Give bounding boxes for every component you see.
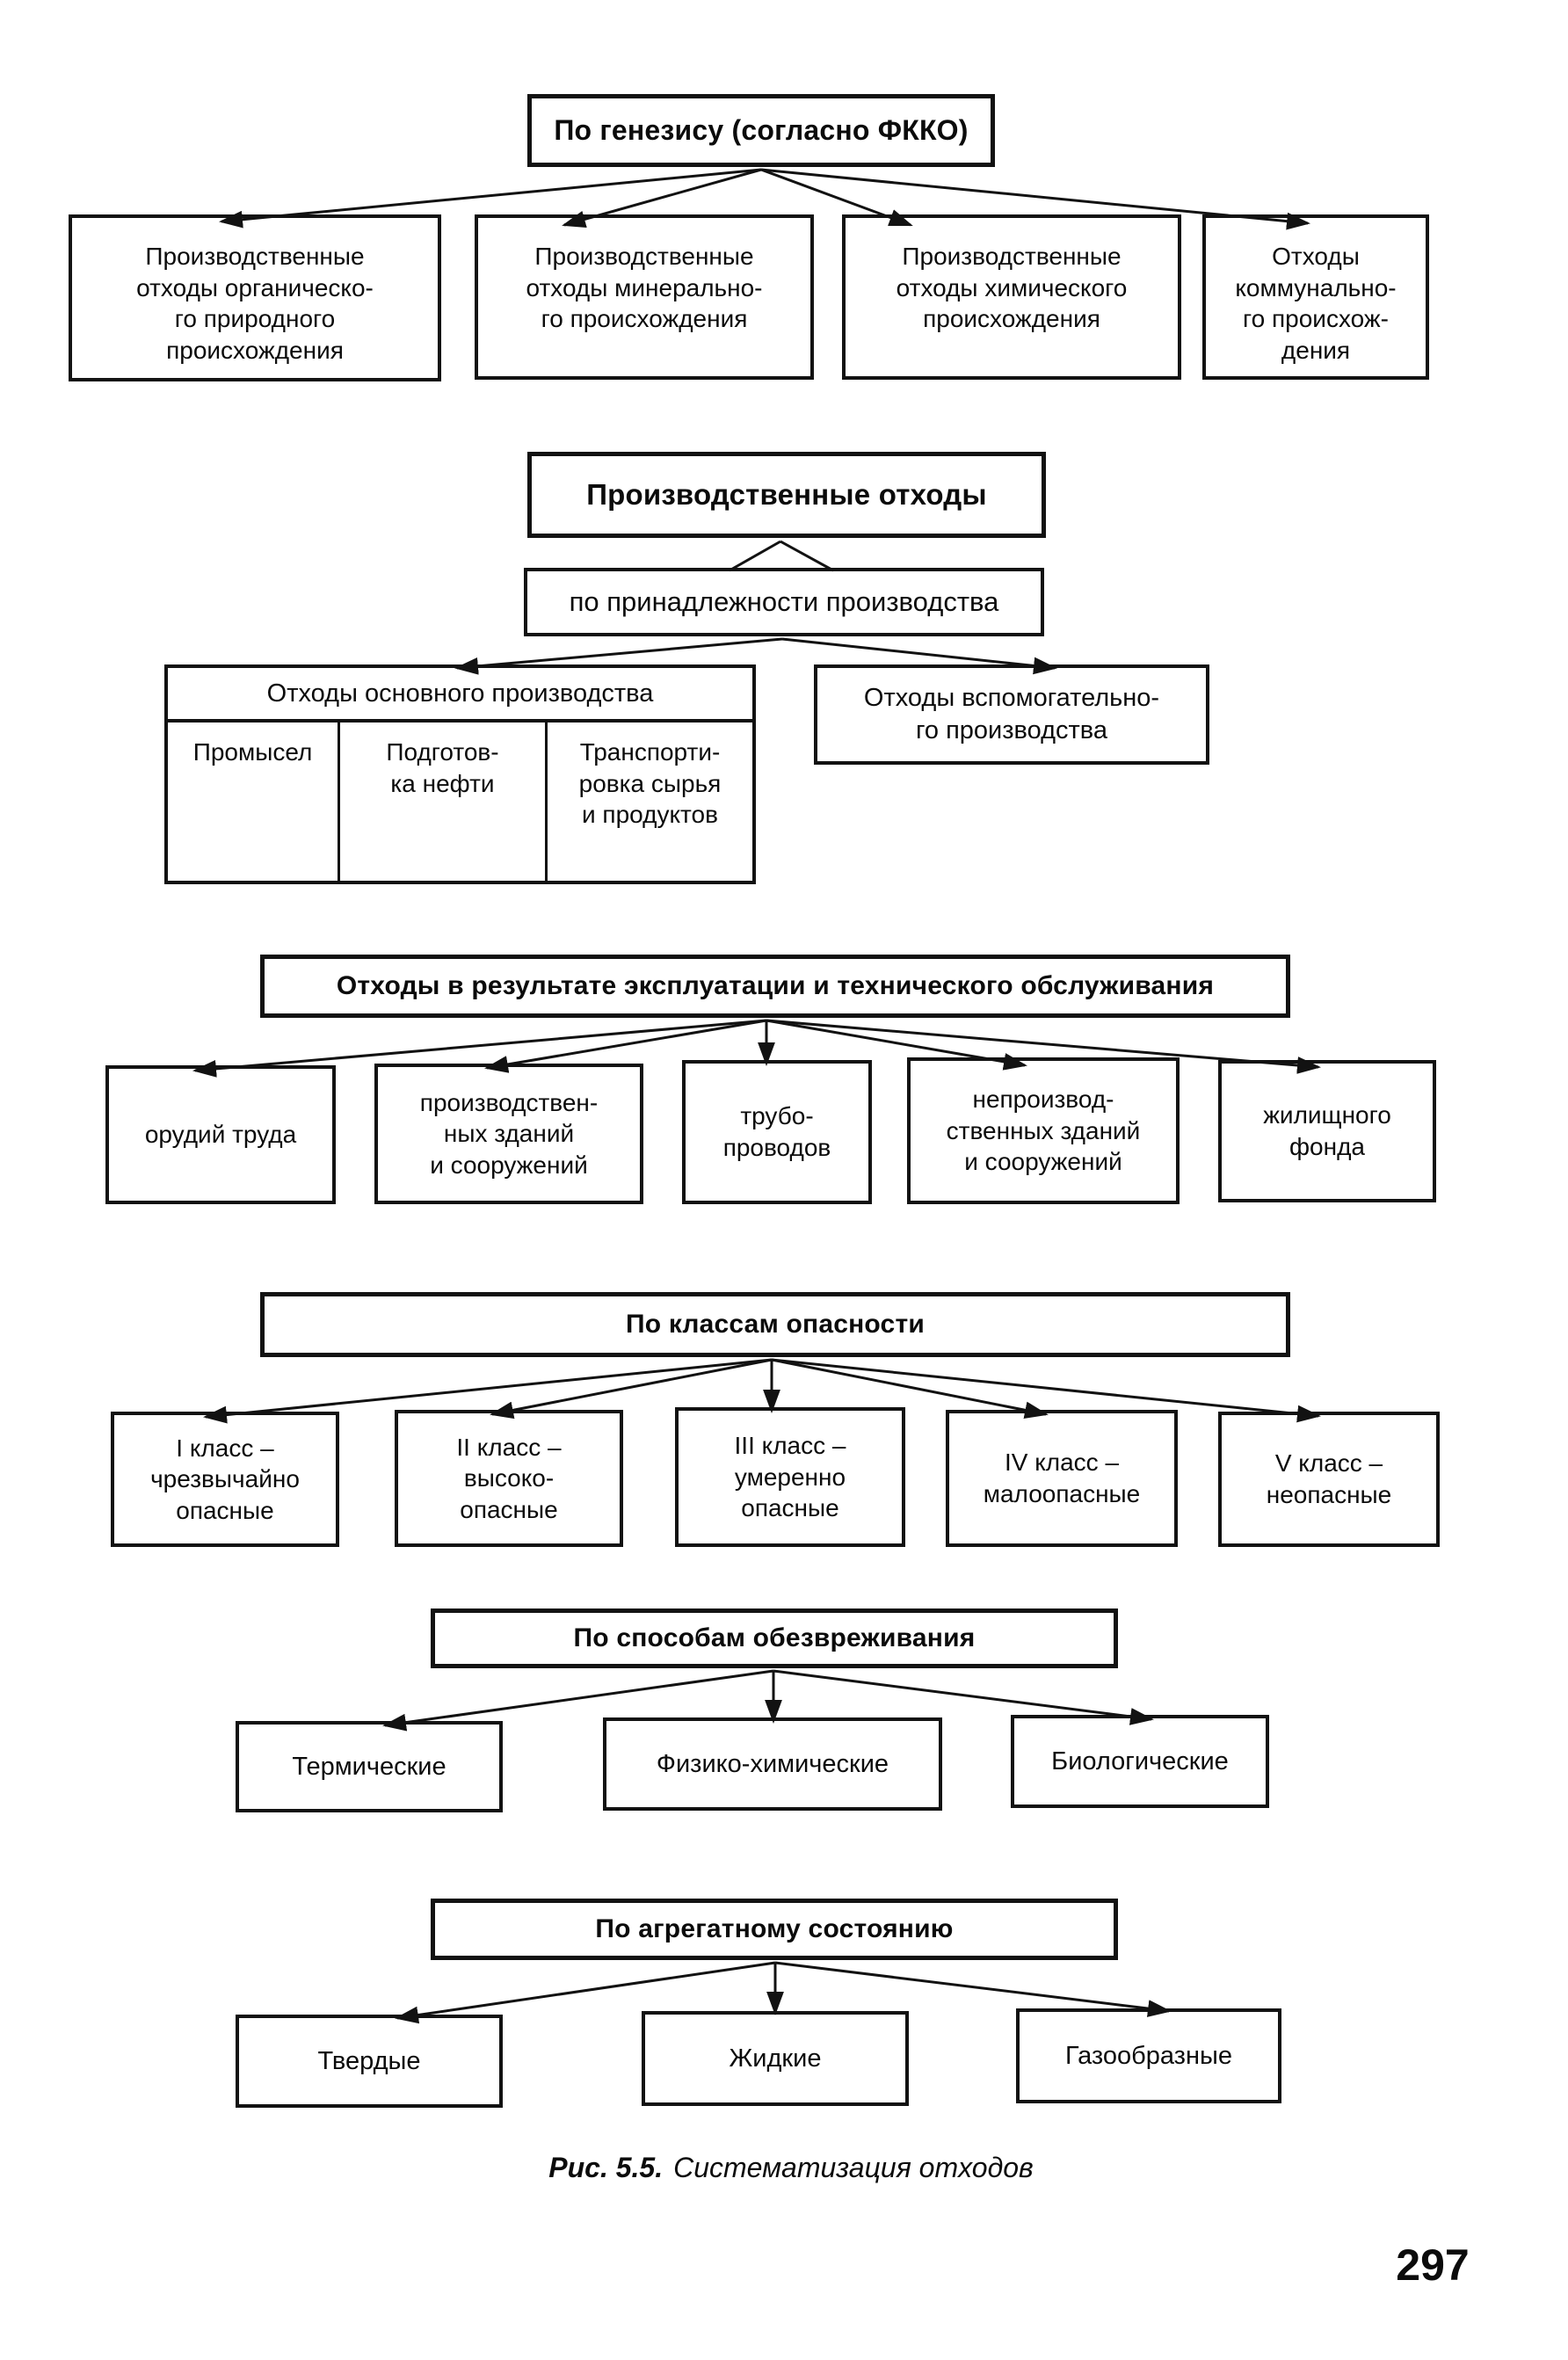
- neutralization-method-box: Физико-химические: [603, 1717, 942, 1811]
- genesis-child-box: Производственные отходы органическо- го …: [69, 214, 441, 381]
- caption-prefix: Рис. 5.5.: [548, 2152, 664, 2183]
- main-production-columns: Промысел Подготов- ка нефти Транспорти- …: [168, 723, 752, 881]
- production-caret: [729, 540, 834, 572]
- hazard-class-box: I класс – чрезвычайно опасные: [111, 1412, 339, 1547]
- caption-text: Систематизация отходов: [673, 2152, 1034, 2183]
- hazard-class-box: II класс – высоко- опасные: [395, 1410, 623, 1547]
- neutralization-method-box: Термические: [236, 1721, 503, 1812]
- hazard-class-box: IV класс – малоопасные: [946, 1410, 1178, 1547]
- column-cell: Транспорти- ровка сырья и продуктов: [545, 723, 752, 881]
- main-production-header: Отходы основного производства: [168, 668, 752, 723]
- state-header-box: По агрегатному состоянию: [431, 1899, 1118, 1960]
- page-number: 297: [1396, 2240, 1470, 2290]
- main-production-box: Отходы основного производства Промысел П…: [164, 664, 756, 884]
- column-cell: Промысел: [192, 738, 313, 766]
- maintenance-child-box: трубо- проводов: [682, 1060, 872, 1204]
- neutralization-header-box: По способам обезвреживания: [431, 1608, 1118, 1668]
- production-criterion-box: по принадлежности производства: [524, 568, 1044, 636]
- maintenance-child-box: производствен- ных зданий и сооружений: [374, 1064, 643, 1204]
- neutralization-method-box: Биологические: [1011, 1715, 1269, 1808]
- auxiliary-production-box: Отходы вспомогательно- го производства: [814, 664, 1209, 765]
- genesis-child-box: Отходы коммунально- го происхож- дения: [1202, 214, 1429, 380]
- maintenance-child-box: непроизвод- ственных зданий и сооружений: [907, 1057, 1180, 1204]
- state-child-box: Газообразные: [1016, 2008, 1281, 2103]
- maintenance-header-box: Отходы в результате эксплуатации и техни…: [260, 955, 1290, 1018]
- state-child-box: Твердые: [236, 2015, 503, 2108]
- column-cell: Подготов- ка нефти: [338, 723, 545, 881]
- hazard-class-box: V класс – неопасные: [1218, 1412, 1440, 1547]
- genesis-header-box: По генезису (согласно ФККО): [527, 94, 995, 167]
- maintenance-child-box: жилищного фонда: [1218, 1060, 1436, 1202]
- genesis-child-box: Производственные отходы химического прои…: [842, 214, 1181, 380]
- hazard-class-box: III класс – умеренно опасные: [675, 1407, 905, 1547]
- figure-caption: Рис. 5.5. Систематизация отходов: [422, 2152, 1160, 2184]
- state-child-box: Жидкие: [642, 2011, 909, 2106]
- production-header-box: Производственные отходы: [527, 452, 1046, 538]
- genesis-child-box: Производственные отходы минерально- го п…: [475, 214, 814, 380]
- hazard-header-box: По классам опасности: [260, 1292, 1290, 1357]
- maintenance-child-box: орудий труда: [105, 1065, 336, 1204]
